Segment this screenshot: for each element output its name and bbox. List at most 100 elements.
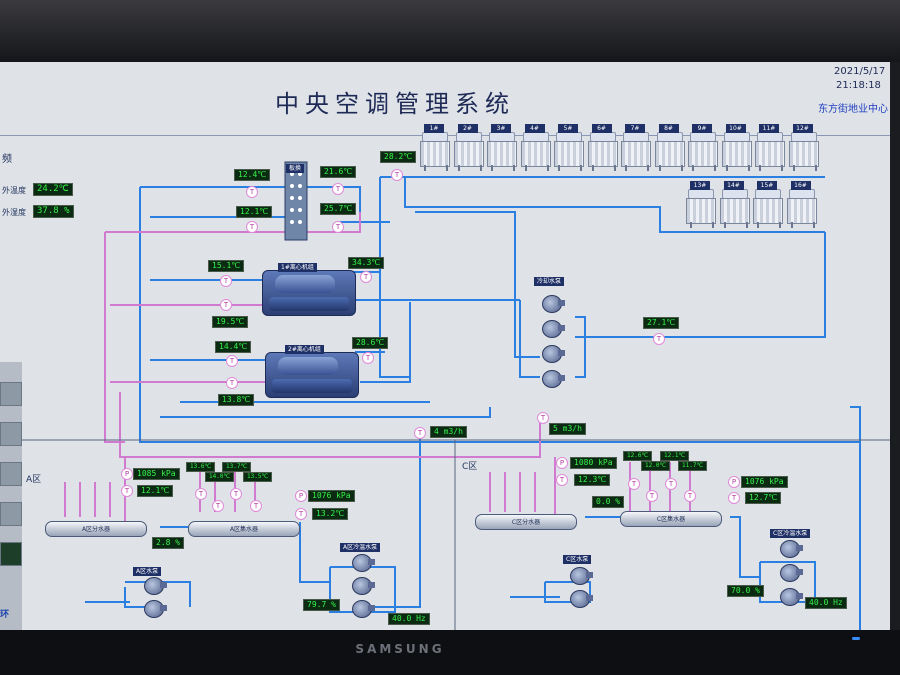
hx-out-left-temp: 12.1℃ [236,206,273,218]
temp-sensor: T [332,183,344,195]
zone-c-cooling-pump[interactable] [778,540,803,558]
zone-a-branch1: 13.6℃ [186,462,216,472]
cooling-tower[interactable] [688,132,718,172]
cooling-pump[interactable] [540,320,565,338]
corner-logo: 环 [0,610,10,620]
cooling-pump[interactable] [540,345,565,363]
cooling-tower[interactable] [786,189,817,229]
monitor-brand: SAMSUNG [355,642,445,656]
outdoor-humidity-value: 37.8 % [33,205,74,218]
chiller-2[interactable] [265,352,359,398]
temp-sensor: T [362,352,374,364]
zone-c-cooling-pump[interactable] [778,564,803,582]
zone-a-temp1: 12.1℃ [137,485,174,497]
side-button[interactable] [0,382,22,406]
cooling-tower-number: 14# [723,181,744,190]
zone-c-frequency: 40.0 Hz [805,597,847,609]
zone-c-cooling-pump-label: C区冷温水泵 [770,529,811,538]
side-button[interactable] [0,462,22,486]
cooling-tower[interactable] [453,132,484,172]
zone-a-cooling-pump[interactable] [350,600,375,618]
chiller-1-label: 1#离心机组 [278,263,317,272]
flow-a: 4 m3/h [430,426,467,438]
zone-c-pump-label: C区水泵 [563,555,592,564]
zone-a-supply-header: A区分水器 [45,521,147,537]
zone-c-branch4: 11.7℃ [678,461,708,471]
temp-sensor: T [250,500,262,512]
cooling-tower-number: 1# [424,124,444,133]
cooling-tower-number: 3# [491,124,511,133]
cooling-tower[interactable] [554,132,584,172]
zone-c-pump[interactable] [568,567,593,585]
zone-c-pump[interactable] [568,590,593,608]
temp-sensor: T [556,474,568,486]
zone-a-pump[interactable] [142,600,167,618]
zone-a-pump-label: A区水泵 [133,567,162,576]
zone-a-frequency: 40.0 Hz [388,613,430,625]
temp-sensor: T [684,490,696,502]
side-button[interactable] [0,542,22,566]
zone-a-pump[interactable] [142,577,167,595]
chiller2-evap-in-temp: 14.4℃ [215,341,252,353]
zone-a-temp2: 13.2℃ [312,508,349,520]
page-title: 中央空调管理系统 [275,90,515,118]
temp-sensor: T [391,169,403,181]
monitor-bezel-bottom [0,630,900,675]
zone-c-temp2: 12.7℃ [745,492,782,504]
piping-diagram [15,161,890,634]
zone-c-cooling-pump[interactable] [778,588,803,606]
chiller-1[interactable] [262,270,356,316]
zone-c-pressure2: 1076 kPa [741,476,788,488]
temp-sensor: T [246,186,258,198]
zone-c-pump-percent: 70.0 % [727,585,764,597]
monitor-bezel-top [0,0,900,62]
zone-c-temp1: 12.3℃ [574,474,611,486]
temp-sensor: T [220,299,232,311]
pressure-sensor: P [121,468,133,480]
cooling-tower[interactable] [686,189,716,229]
cooling-tower[interactable] [753,189,783,229]
cooling-tower[interactable] [755,132,785,172]
cooling-tower-number: 13# [690,181,710,190]
chiller1-evap-in-temp: 15.1℃ [208,260,245,272]
left-section-label: 频 [2,154,12,165]
cooling-tower[interactable] [520,132,551,172]
zone-a-cooling-pump[interactable] [350,577,375,595]
cooling-tower[interactable] [487,132,517,172]
temp-sensor: T [628,478,640,490]
zone-a-valve: 2.8 % [152,537,185,549]
time-readout: 21:18:18 [836,80,881,91]
zone-a-branch2: 14.0℃ [205,472,235,482]
temp-sensor: T [414,427,426,439]
cooling-pump[interactable] [540,295,565,313]
temp-sensor: T [360,271,372,283]
cooling-tower[interactable] [587,132,618,172]
side-button[interactable] [0,502,22,526]
zone-a-cooling-pump[interactable] [350,554,375,572]
hx-in-left-temp: 12.4℃ [234,169,271,181]
temp-sensor: T [665,478,677,490]
temp-sensor: T [226,377,238,389]
cooling-tower[interactable] [654,132,685,172]
zone-a-pressure2: 1076 kPa [308,490,355,502]
chiller-2-label: 2#离心机组 [285,345,324,354]
chiller2-evap-out-temp: 13.8℃ [218,394,255,406]
temp-sensor: T [246,221,258,233]
outdoor-humidity-label: 外湿度 [2,208,26,217]
zone-c-branch2: 12.0℃ [641,461,671,471]
zone-a-cooling-pump-label: A区冷温水泵 [340,543,381,552]
zone-a-pressure1: 1085 kPa [133,468,180,480]
heat-exchanger-label: 板换 [286,164,305,173]
cooling-tower[interactable] [621,132,651,172]
side-toolbar [0,362,22,632]
flow-c: 5 m3/h [549,423,586,435]
cooling-tower-number: 7# [625,124,645,133]
cooling-tower[interactable] [788,132,819,172]
side-button[interactable] [0,422,22,446]
cooling-tower[interactable] [719,189,750,229]
cooling-tower[interactable] [420,132,450,172]
cooling-return-temp: 27.1℃ [643,317,680,329]
cooling-tower[interactable] [721,132,752,172]
cooling-pump[interactable] [540,370,565,388]
zone-a-branch4: 13.5℃ [243,472,273,482]
